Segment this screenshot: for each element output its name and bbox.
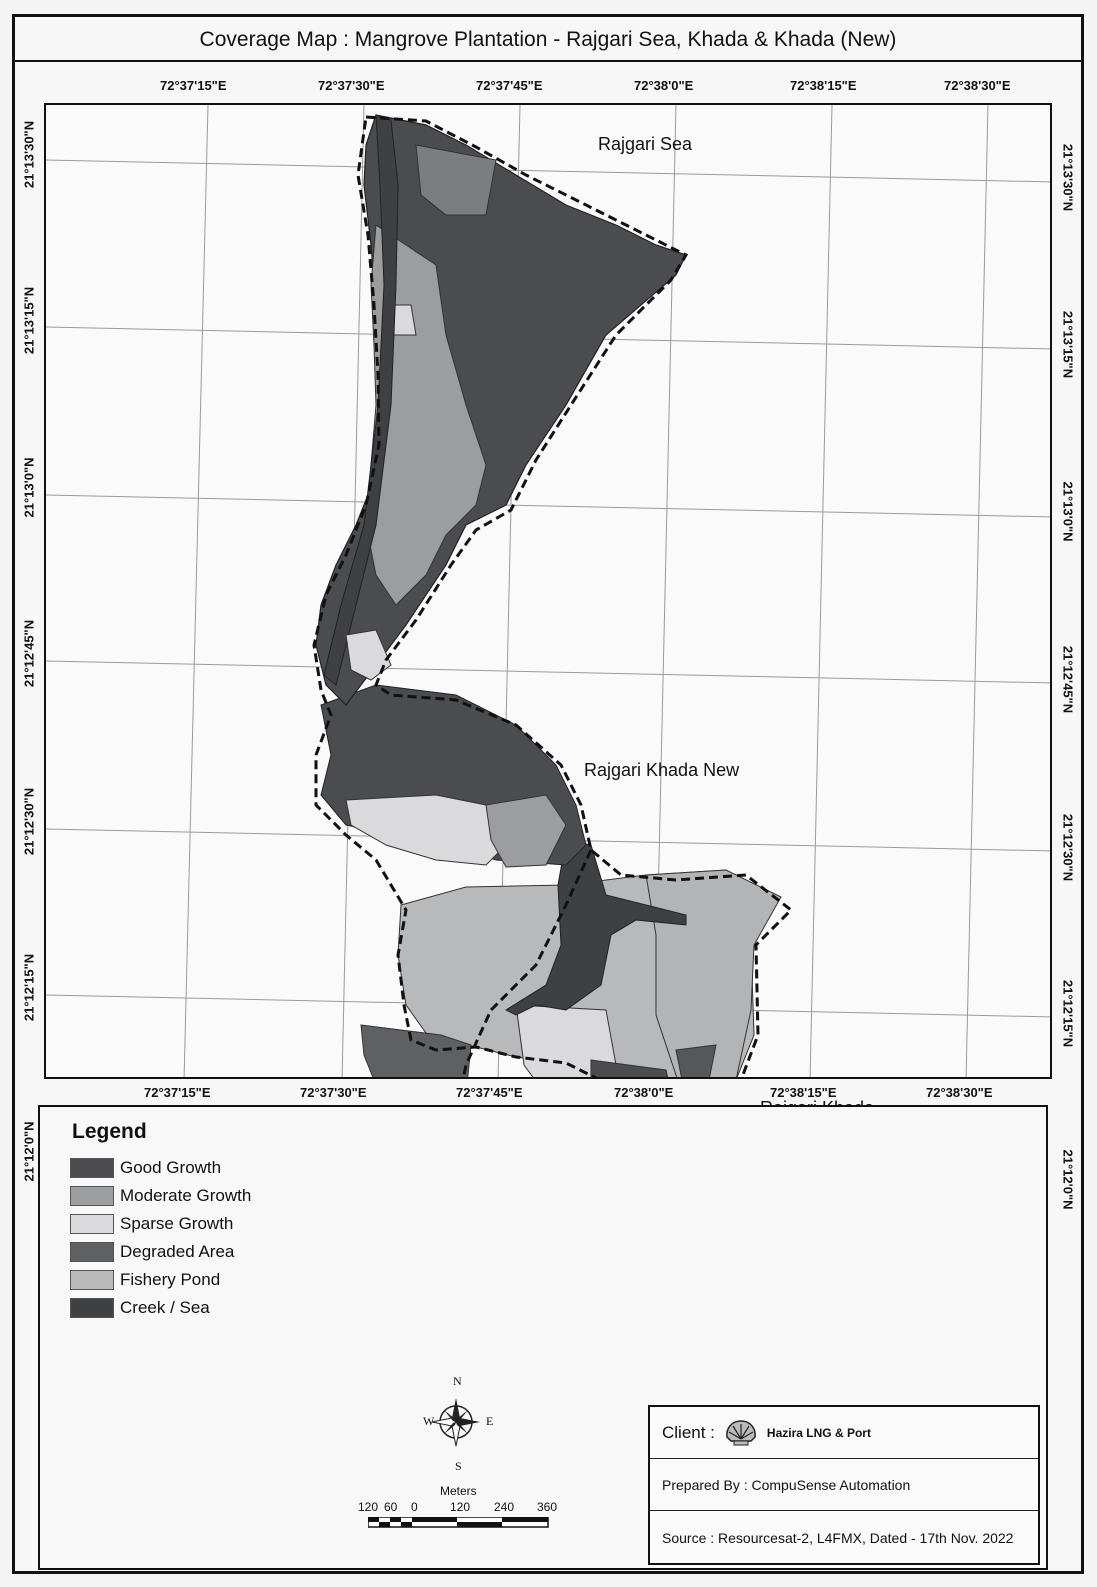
- lon-label-top: 72°37'30"E: [318, 78, 385, 93]
- lat-label-right: 21°12'45"N: [1060, 645, 1076, 714]
- moderate-growth-northeast: [415, 144, 497, 216]
- legend-swatch: [70, 1270, 114, 1290]
- legend-label: Creek / Sea: [120, 1298, 210, 1317]
- creek-north: [323, 114, 399, 686]
- scale-tick: 120: [358, 1500, 379, 1514]
- shell-logo-icon: [726, 1419, 756, 1445]
- lat-label-left: 21°12'30"N: [21, 787, 37, 856]
- lat-label-left: 21°13'0"N: [21, 457, 37, 518]
- lon-label-bottom: 72°38'30"E: [926, 1085, 993, 1100]
- client-name: Hazira LNG & Port: [766, 1425, 871, 1440]
- lat-label-right: 21°12'0"N: [1060, 1149, 1076, 1210]
- scale-tick: 120: [450, 1500, 471, 1514]
- lon-label-bottom: 72°37'15"E: [144, 1085, 211, 1100]
- legend-item-good-growth: Good Growth: [70, 1157, 221, 1179]
- compass-rose-icon: [431, 1398, 480, 1447]
- lat-label-left: 21°13'15"N: [21, 286, 37, 355]
- lon-label-top: 72°37'45"E: [476, 78, 543, 93]
- legend-swatch: [70, 1298, 114, 1318]
- place-label-rajgari-sea: Rajgari Sea: [598, 134, 693, 154]
- scale-tick: 360: [537, 1500, 558, 1514]
- lon-label-bottom: 72°37'45"E: [456, 1085, 523, 1100]
- legend-swatch: [70, 1158, 114, 1178]
- legend-label: Moderate Growth: [120, 1186, 252, 1205]
- west-label: W: [423, 1414, 435, 1428]
- legend-label: Fishery Pond: [120, 1270, 221, 1289]
- lat-label-right: 21°12'30"N: [1060, 813, 1076, 882]
- good-growth-southeast: [675, 1044, 717, 1077]
- legend-item-degraded-area: Degraded Area: [70, 1241, 234, 1263]
- lat-label-left: 21°13'30"N: [21, 120, 37, 189]
- lon-label-bottom: 72°38'0"E: [614, 1085, 674, 1100]
- scale-units: Meters: [440, 1484, 477, 1498]
- place-label-rajgari-khada-new: Rajgari Khada New: [584, 760, 740, 780]
- lon-label-top: 72°38'30"E: [944, 78, 1011, 93]
- legend-item-moderate-growth: Moderate Growth: [70, 1185, 251, 1207]
- moderate-growth-middle: [485, 794, 567, 868]
- legend-swatch: [70, 1186, 114, 1206]
- prepared-by: Prepared By : CompuSense Automation: [650, 1459, 1038, 1511]
- lat-label-left: 21°12'45"N: [21, 619, 37, 688]
- source-note: Source : Resourcesat-2, L4FMX, Dated - 1…: [662, 1530, 1014, 1546]
- map-canvas: [46, 105, 1050, 1077]
- lon-label-bottom: 72°38'15"E: [770, 1085, 837, 1100]
- creek-channel: [504, 839, 687, 1016]
- lat-label-left: 21°12'0"N: [21, 1121, 37, 1182]
- degraded-area-sw: [360, 1024, 472, 1077]
- scale-tick: 0: [411, 1500, 418, 1514]
- legend-label: Degraded Area: [120, 1242, 235, 1261]
- legend-title: Legend: [72, 1120, 147, 1143]
- scale-tick: 60: [384, 1500, 398, 1514]
- map-title: Coverage Map : Mangrove Plantation - Raj…: [14, 16, 1082, 62]
- lat-label-right: 21°13'30"N: [1060, 143, 1076, 212]
- lat-label-right: 21°13'0"N: [1060, 481, 1076, 542]
- legend-item-fishery-pond: Fishery Pond: [70, 1269, 220, 1291]
- lat-label-left: 21°12'15"N: [21, 953, 37, 1022]
- scale-bar: [368, 1517, 549, 1528]
- north-label: N: [453, 1374, 462, 1388]
- legend-item-sparse-growth: Sparse Growth: [70, 1213, 233, 1235]
- lat-label-right: 21°12'15"N: [1060, 979, 1076, 1048]
- client-label: Client :: [662, 1422, 715, 1442]
- site-boundary: [312, 115, 794, 1077]
- internal-boundary: [462, 849, 593, 1077]
- client-row: Client : Hazira LNG & Port: [650, 1407, 1038, 1459]
- legend-item-creek-sea: Creek / Sea: [70, 1297, 210, 1319]
- legend-swatch: [70, 1242, 114, 1262]
- south-label: S: [455, 1459, 462, 1473]
- map-frame: [44, 103, 1052, 1079]
- legend-label: Sparse Growth: [120, 1214, 234, 1233]
- info-panel: Client : Hazira LNG & Port Prepared By :…: [648, 1405, 1040, 1565]
- lat-label-right: 21°13'15"N: [1060, 310, 1076, 379]
- lon-label-top: 72°37'15"E: [160, 78, 227, 93]
- lon-label-top: 72°38'15"E: [790, 78, 857, 93]
- legend-label: Good Growth: [120, 1158, 222, 1177]
- good-growth-south: [590, 1059, 669, 1077]
- legend-swatch: [70, 1214, 114, 1234]
- lon-label-top: 72°38'0"E: [634, 78, 694, 93]
- good-growth-north: [315, 114, 687, 706]
- east-label: E: [486, 1414, 494, 1428]
- lon-label-bottom: 72°37'30"E: [300, 1085, 367, 1100]
- scale-tick: 240: [494, 1500, 515, 1514]
- sparse-growth-middle: [345, 794, 517, 866]
